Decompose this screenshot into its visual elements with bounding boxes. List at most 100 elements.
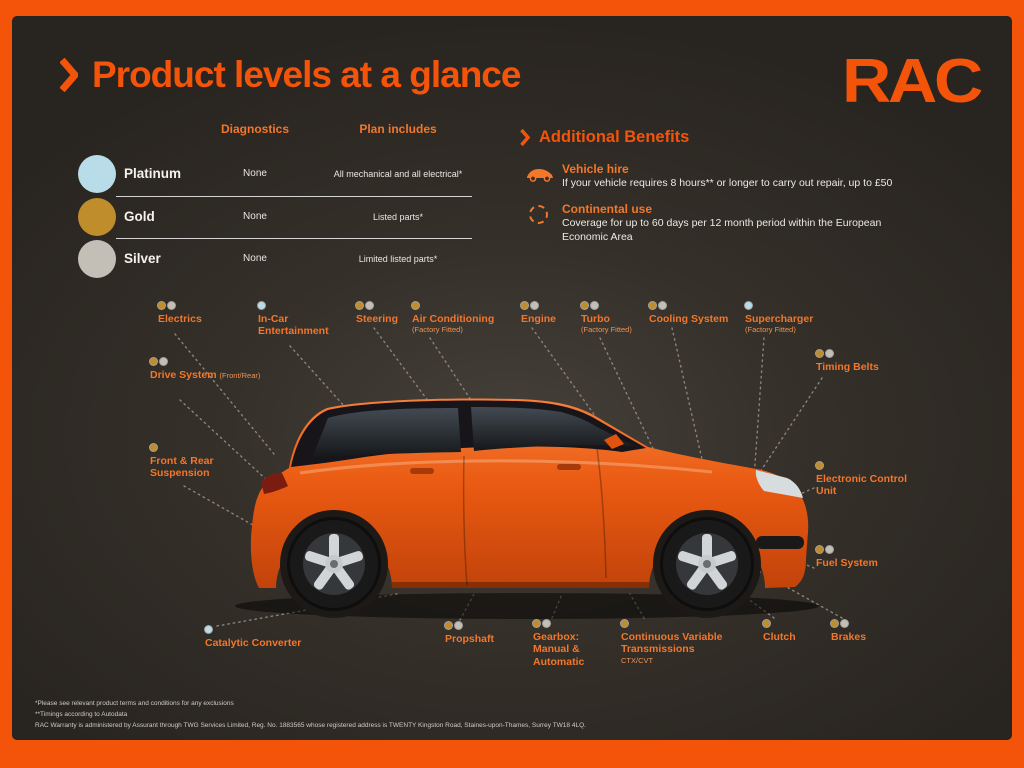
table-divider [116, 238, 472, 239]
plan-dots [158, 302, 248, 309]
car-part-sublabel: (Factory Fitted) [581, 325, 632, 335]
column-header-plan-includes: Plan includes [359, 122, 437, 136]
car-part-label: Electrics [158, 313, 202, 325]
plan-dots [205, 626, 329, 633]
page-header: Product levels at a glance [60, 54, 521, 96]
coverage-dot-gold [521, 302, 528, 309]
coverage-dot-gold [581, 302, 588, 309]
plan-includes: Listed parts* [372, 212, 424, 222]
car-icon [527, 169, 553, 182]
coverage-dot-silver [826, 350, 833, 357]
car-part-sublabel: CTX/CVT [621, 655, 654, 665]
coverage-dot-silver [841, 620, 848, 627]
benefit-title-continental-use: Continental use [562, 202, 653, 216]
car-part-label: Engine [521, 313, 557, 325]
plan-diagnostics: None [243, 168, 267, 179]
car-label-air-conditioning: Air Conditioning (Factory Fitted) [412, 302, 512, 334]
plan-dots [533, 620, 597, 627]
plan-diagnostics: None [243, 211, 267, 222]
car-label-supercharger: Supercharger (Factory Fitted) [745, 302, 835, 334]
footnote: **Timings according to Autodata [35, 710, 128, 718]
dashed-circle-icon [529, 205, 548, 224]
coverage-dot-gold [412, 302, 419, 309]
benefit-title-vehicle-hire: Vehicle hire [562, 162, 629, 176]
car-part-label: Clutch [763, 631, 796, 643]
plan-dots [763, 620, 813, 627]
coverage-dot-gold [533, 620, 540, 627]
car-part-label: Propshaft [445, 633, 495, 645]
footnote: RAC Warranty is administered by Assurant… [35, 721, 586, 729]
car-illustration [174, 327, 843, 627]
coverage-dot-silver [591, 302, 598, 309]
plan-swatch-platinum [78, 155, 116, 193]
car-label-timing-belts: Timing Belts [816, 350, 896, 373]
plan-dots [816, 350, 896, 357]
benefit-desc-continental-use: Coverage for up to 60 days per 12 month … [562, 217, 882, 243]
car-part-label: Fuel System [816, 557, 878, 569]
plan-dots [816, 546, 896, 553]
car-label-cooling-system: Cooling System [649, 302, 741, 325]
car-label-electrics: Electrics [158, 302, 248, 325]
coverage-dot-gold [763, 620, 770, 627]
car-label-front-rear-suspension: Front & Rear Suspension [150, 444, 230, 480]
coverage-dot-silver [531, 302, 538, 309]
car-part-label: Continuous Variable Transmissions [621, 631, 723, 656]
plan-dots [150, 358, 282, 365]
benefits-header: Additional Benefits [520, 128, 689, 147]
coverage-dot-silver [826, 546, 833, 553]
car-label-steering: Steering [356, 302, 426, 325]
car-label-drive-system: Drive System(Front/Rear) [150, 358, 282, 381]
car-part-label: Steering [356, 313, 399, 325]
car-part-label: Brakes [831, 631, 867, 643]
car-part-label: Electronic Control Unit [816, 473, 908, 498]
coverage-dot-gold [816, 350, 823, 357]
car-part-label: Cooling System [649, 313, 729, 325]
door-handle [557, 464, 581, 470]
car-label-gearbox: Gearbox: Manual & Automatic [533, 620, 597, 668]
car-label-clutch: Clutch [763, 620, 813, 643]
plan-swatch-gold [78, 198, 116, 236]
coverage-dot-gold [831, 620, 838, 627]
coverage-dot-platinum [745, 302, 752, 309]
coverage-dot-gold [816, 546, 823, 553]
coverage-dot-silver [455, 622, 462, 629]
car-label-engine: Engine [521, 302, 581, 325]
coverage-dot-gold [150, 358, 157, 365]
car-windows [312, 407, 634, 458]
rear-wheel [287, 517, 381, 611]
car-label-turbo: Turbo (Factory Fitted) [581, 302, 661, 334]
car-part-sublabel: (Factory Fitted) [412, 325, 463, 335]
coverage-dot-gold [649, 302, 656, 309]
coverage-dot-gold [445, 622, 452, 629]
bumper-vent [756, 536, 804, 549]
title-chevron-icon [60, 58, 78, 92]
plan-includes: All mechanical and all electrical* [333, 169, 463, 179]
coverage-dot-platinum [205, 626, 212, 633]
car-part-label: Front & Rear Suspension [150, 455, 214, 480]
coverage-dot-gold [621, 620, 628, 627]
car-label-propshaft: Propshaft [445, 622, 515, 645]
coverage-dot-gold [816, 462, 823, 469]
taillight [261, 472, 288, 494]
car-part-label: Catalytic Converter [205, 637, 302, 649]
door-handle [410, 468, 434, 474]
coverage-dot-silver [160, 358, 167, 365]
fine-print: *Please see relevant product terms and c… [35, 700, 586, 732]
plan-dots [581, 302, 661, 309]
car-part-label: Turbo [581, 313, 610, 325]
plan-dots [412, 302, 512, 309]
coverage-dot-silver [543, 620, 550, 627]
benefits-title: Additional Benefits [539, 128, 690, 146]
car-part-label: Air Conditioning [412, 313, 495, 325]
car-label-catalytic-converter: Catalytic Converter [205, 626, 329, 649]
front-wheel [660, 517, 754, 611]
plan-dots [649, 302, 741, 309]
car-label-fuel-system: Fuel System [816, 546, 896, 569]
benefits-chevron-icon [520, 129, 530, 146]
footnote: *Please see relevant product terms and c… [35, 700, 234, 707]
coverage-dot-silver [168, 302, 175, 309]
car-details [261, 434, 804, 588]
plan-name: Gold [124, 209, 155, 224]
coverage-dot-silver [366, 302, 373, 309]
rac-logo-text: RAC [842, 48, 982, 112]
